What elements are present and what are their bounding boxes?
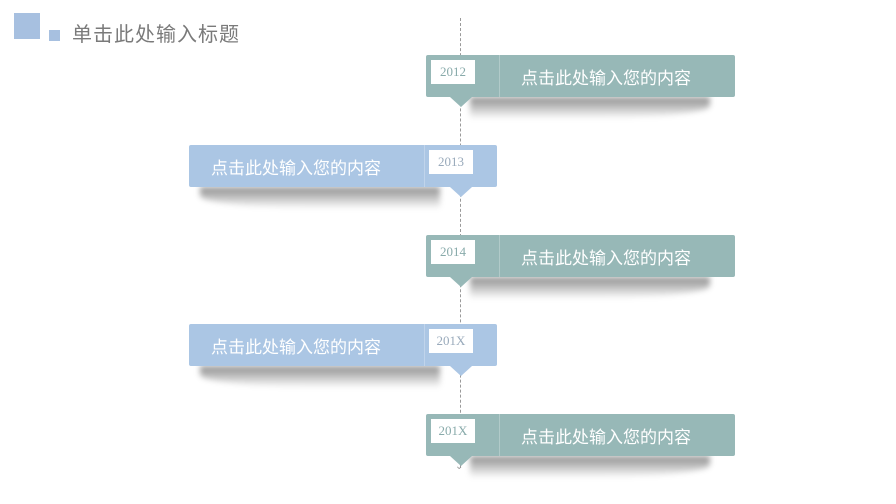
year-label: 201X xyxy=(431,419,475,443)
year-label: 2012 xyxy=(431,60,475,84)
year-label: 201X xyxy=(429,329,473,353)
title-decoration-small-square xyxy=(49,30,60,41)
divider xyxy=(424,145,425,187)
item-text[interactable]: 点击此处输入您的内容 xyxy=(521,427,691,448)
item-shadow xyxy=(470,97,710,119)
page-title[interactable]: 单击此处输入标题 xyxy=(72,22,240,46)
item-text[interactable]: 点击此处输入您的内容 xyxy=(521,68,691,89)
title-decoration-large-square xyxy=(14,13,40,39)
item-text[interactable]: 点击此处输入您的内容 xyxy=(211,158,381,179)
item-pointer xyxy=(450,277,472,287)
divider xyxy=(499,55,500,97)
year-label: 2013 xyxy=(429,150,473,174)
divider xyxy=(424,324,425,366)
item-pointer xyxy=(450,366,472,376)
item-pointer xyxy=(450,187,472,197)
item-text[interactable]: 点击此处输入您的内容 xyxy=(211,337,381,358)
item-shadow xyxy=(200,366,440,388)
item-text[interactable]: 点击此处输入您的内容 xyxy=(521,248,691,269)
item-pointer xyxy=(450,456,472,466)
item-pointer xyxy=(450,97,472,107)
divider xyxy=(499,235,500,277)
year-label: 2014 xyxy=(431,240,475,264)
item-shadow xyxy=(470,277,710,299)
timeline-arrow-down-icon: ⌄ xyxy=(455,461,464,472)
timeline-item-2[interactable]: 点击此处输入您的内容 2013 xyxy=(189,145,497,187)
timeline-item-1[interactable]: 2012 点击此处输入您的内容 xyxy=(426,55,735,97)
item-shadow xyxy=(470,456,710,478)
timeline-item-5[interactable]: 201X 点击此处输入您的内容 xyxy=(426,414,735,456)
item-shadow xyxy=(200,187,440,209)
divider xyxy=(499,414,500,456)
timeline-item-3[interactable]: 2014 点击此处输入您的内容 xyxy=(426,235,735,277)
timeline-item-4[interactable]: 点击此处输入您的内容 201X xyxy=(189,324,497,366)
